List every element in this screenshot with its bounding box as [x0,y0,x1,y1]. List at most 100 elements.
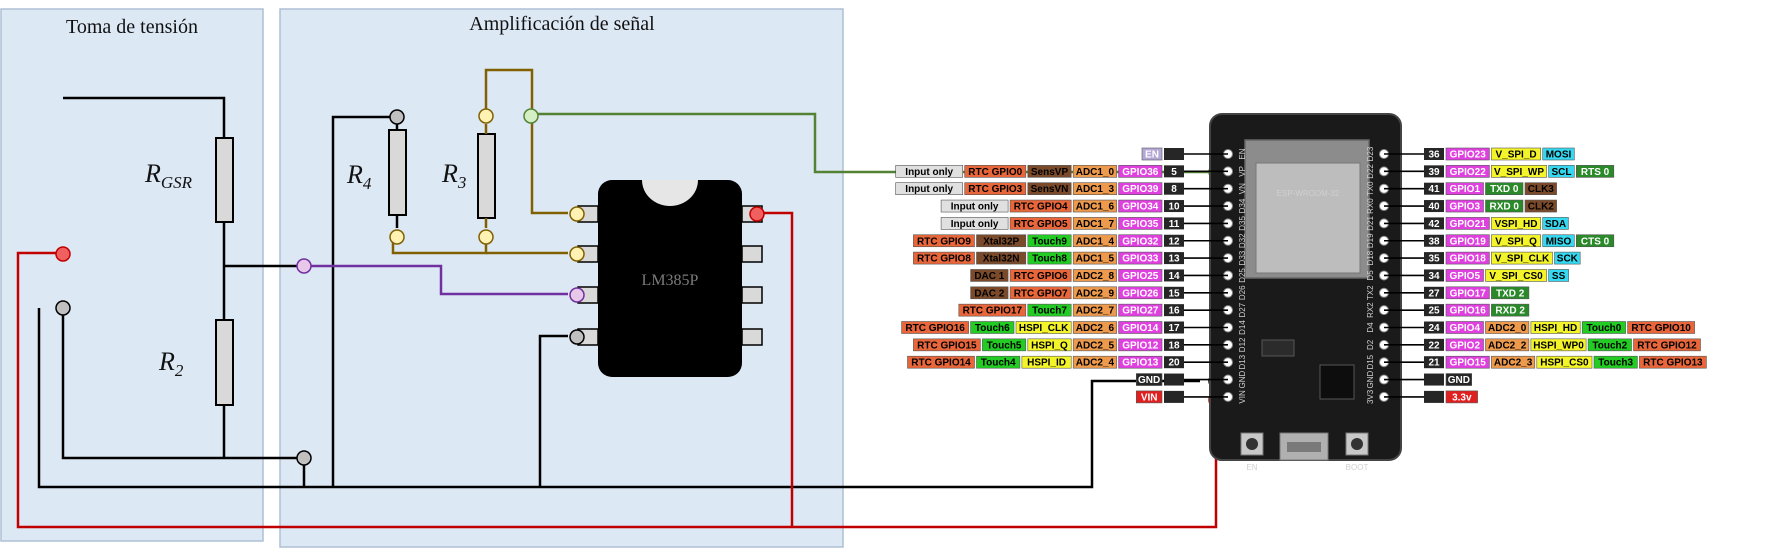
pin-number-box [1164,321,1184,334]
pin-label-touch6: Touch6 [975,323,1010,334]
pin-label-box [1445,338,1484,352]
pin-label-adc1-3: ADC1_3 [1076,184,1115,195]
pin-label-rtc-gpio8: RTC GPIO8 [917,254,971,265]
pin-number-box [1424,304,1444,317]
pin-number: 17 [1168,323,1180,334]
pin-label-input-only: Input only [951,219,999,230]
pin-label-box [907,355,975,369]
pin-label-gpio16: GPIO16 [1450,306,1487,317]
pin-label-box [940,217,1009,230]
pin-number: 35 [1428,254,1440,265]
silk-label-d23: D23 [1366,146,1375,161]
pin-label-box [958,303,1027,317]
pin-label-box [1491,355,1536,369]
chip-label: LM385P [642,272,699,289]
pin-label-box [1445,217,1490,230]
pin-label-box [1445,373,1473,386]
silk-label-d15: D15 [1366,354,1375,369]
pin-number: 20 [1168,358,1180,369]
silk-label-d33: D33 [1238,250,1247,265]
pin-label-box [1445,199,1484,213]
pin-label-clk3: CLK3 [1528,184,1555,195]
silk-label-d13: D13 [1238,354,1247,369]
pin-label-rtc-gpio5: RTC GPIO5 [1014,219,1068,230]
pin-number-box [1424,252,1444,265]
silk-label-rx2: RX2 [1366,302,1375,318]
pin-label-box [1072,355,1117,369]
pin-label-gpio2: GPIO2 [1449,340,1480,351]
silk-label-d26: D26 [1238,285,1247,300]
pin-label-box [1009,199,1072,213]
pin-label-dac-1: DAC 1 [974,271,1004,282]
pin-label-sda: SDA [1545,219,1566,230]
pin-label-box [1118,321,1163,334]
supply-wire [16,251,1218,529]
pin-label-box [913,251,975,265]
pin-label-touch9: Touch9 [1032,236,1067,247]
silk-label-rx0: RX0 [1366,198,1375,214]
pin-label-box [1118,217,1163,230]
signal-amplification-panel [279,8,844,548]
pin-label-gnd: GND [1138,375,1160,386]
pin-label-box [1072,234,1117,248]
pin-label-rxd-2: RXD 2 [1495,306,1525,317]
pin-label-box [1491,234,1542,248]
pin-label-gpio34: GPIO34 [1122,202,1159,213]
pin-label-box [1554,251,1581,265]
pin-label-dac-2: DAC 2 [974,288,1004,299]
pin-number-box [1164,217,1184,230]
silk-label-3v3: 3V3 [1366,389,1375,404]
pin-label-gpio21: GPIO21 [1450,219,1487,230]
silk-label-tx2: TX2 [1366,285,1375,300]
silk-label-d27: D27 [1238,302,1247,317]
silk-label-d12: D12 [1238,337,1247,352]
pin-label-box [976,234,1027,248]
left-pin-row: VIN [1136,390,1228,404]
pin-label-xtal32p: Xtal32P [983,236,1019,247]
pin-label-box [1485,199,1524,213]
pin-number-box [1424,182,1444,195]
pin-label-box [1118,286,1163,300]
pin-number-box [1164,182,1184,195]
pin-number: 13 [1168,254,1180,265]
pin-label-clk2: CLK2 [1528,202,1555,213]
pin-label-gpio5: GPIO5 [1449,271,1480,282]
pin-label-gpio18: GPIO18 [1450,254,1487,265]
pin-label-hspi-cs0: HSPI_CS0 [1540,358,1589,369]
pin-label-adc2-9: ADC2_9 [1076,288,1115,299]
pin-label-box [1015,321,1072,334]
pin-label-adc2-2: ADC2_2 [1488,340,1527,351]
pin-label-box [1118,269,1163,282]
pin-label-box [1072,269,1117,282]
pin-label-adc2-4: ADC2_4 [1076,358,1115,369]
pin-number: 34 [1428,271,1440,282]
pin-label-box [1491,217,1542,230]
silk-label-d19: D19 [1366,233,1375,248]
silk-label-d32: D32 [1238,233,1247,248]
pin-label-box [982,338,1027,352]
pin-label-box [1072,199,1117,213]
pin-label-rtc-gpio10: RTC GPIO10 [1631,323,1691,334]
pin-label-txd-2: TXD 2 [1496,288,1525,299]
pin-label-box [1118,355,1163,369]
pin-number-box [1164,356,1184,369]
pin-label-box [1141,147,1163,161]
pin-label-vin: VIN [1141,392,1158,403]
pin-label-box [901,321,969,334]
pin-label-box [1136,390,1163,404]
pin-label-box [940,199,1009,213]
pin-number-box [1164,373,1184,386]
pin-label-box [970,269,1009,282]
pin-label-box [1027,338,1072,352]
resistor-r2 [215,319,234,406]
pin-label-gpio32: GPIO32 [1122,236,1159,247]
